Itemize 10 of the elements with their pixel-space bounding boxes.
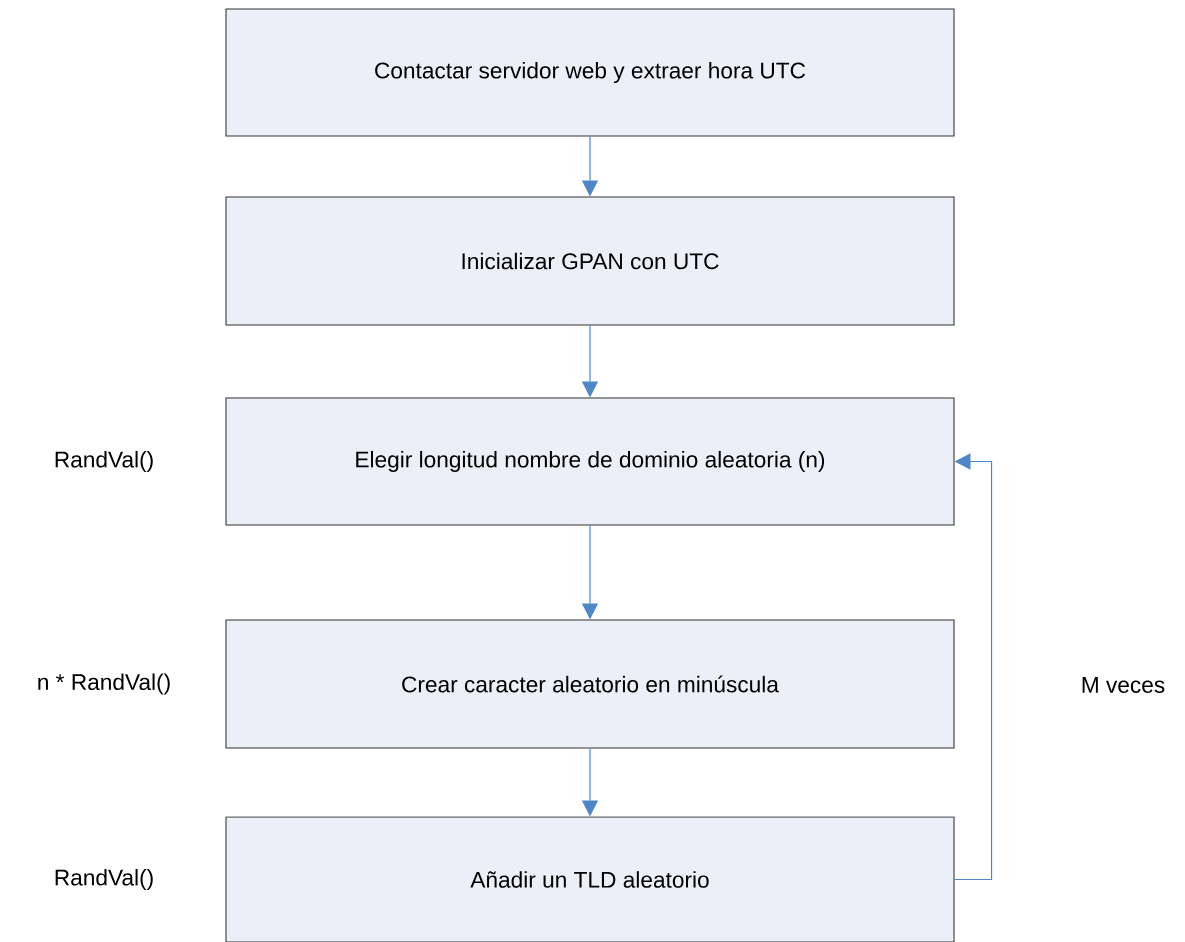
- process-box: Inicializar GPAN con UTC: [225, 196, 955, 326]
- process-box: Elegir longitud nombre de dominio aleatoria (n): [225, 397, 955, 526]
- side-note: RandVal(): [55, 450, 153, 473]
- side-note: RandVal(): [55, 868, 153, 891]
- process-box: Crear caracter aleatorio en minúscula: [225, 619, 955, 749]
- side-note: n * RandVal(): [38, 673, 170, 695]
- loop-label: M veces: [1082, 677, 1165, 693]
- process-box: Contactar servidor web y extraer hora UTC: [225, 8, 955, 137]
- process-box: Añadir un TLD aleatorio: [225, 816, 955, 942]
- arrow: [953, 453, 993, 881]
